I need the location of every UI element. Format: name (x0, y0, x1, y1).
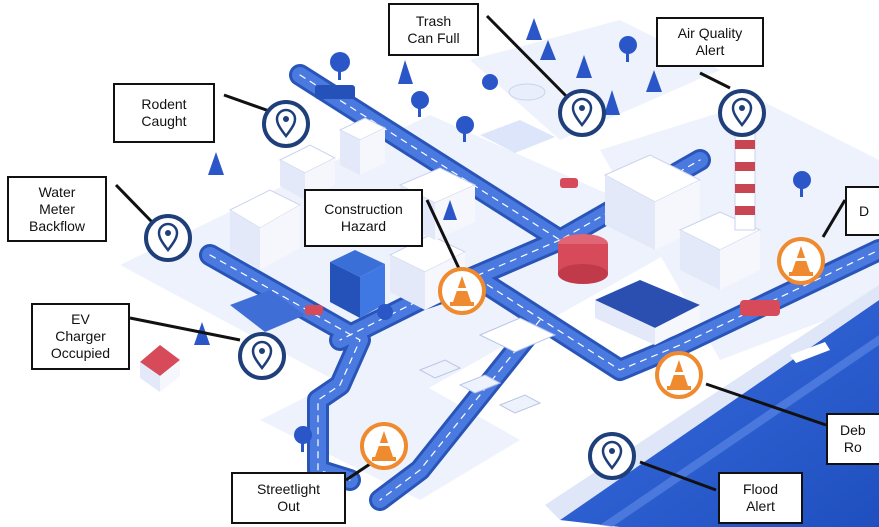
traffic-cone-icon (789, 246, 813, 276)
callout-trash-can-full: Trash Can Full (388, 3, 479, 56)
traffic-cone-icon (372, 431, 396, 461)
callout-streetlight-out: Streetlight Out (231, 472, 346, 524)
callout-connectors (114, 14, 847, 492)
location-pin-icon (157, 222, 179, 253)
sensor-marker-trash[interactable] (558, 89, 606, 137)
hazard-marker-right-edge[interactable] (777, 237, 825, 285)
sensor-marker-rodent[interactable] (262, 100, 310, 148)
hazard-marker-debris[interactable] (655, 351, 703, 399)
traffic-cone-icon (450, 276, 474, 306)
location-pin-icon (275, 108, 297, 139)
location-pin-icon (251, 340, 273, 371)
trees (194, 18, 811, 452)
callout-flood-alert: Flood Alert (718, 472, 803, 524)
callout-right-edge-partial: D (845, 186, 879, 236)
location-pin-icon (571, 97, 593, 128)
callout-air-quality-alert: Air Quality Alert (656, 17, 764, 67)
hazard-marker-streetlight[interactable] (360, 422, 408, 470)
sensor-marker-water[interactable] (144, 214, 192, 262)
callout-ev-charger-occupied: EV Charger Occupied (31, 303, 130, 370)
callout-water-meter-backflow: Water Meter Backflow (7, 176, 107, 242)
location-pin-icon (731, 97, 753, 128)
traffic-cone-icon (667, 360, 691, 390)
callout-debris-partial: Deb Ro (826, 413, 879, 465)
sensor-marker-flood[interactable] (588, 432, 636, 480)
sensor-marker-airquality[interactable] (718, 89, 766, 137)
hazard-marker-construction[interactable] (438, 267, 486, 315)
callout-construction-hazard: Construction Hazard (304, 189, 423, 247)
sensor-marker-ev[interactable] (238, 332, 286, 380)
callout-rodent-caught: Rodent Caught (113, 83, 215, 143)
location-pin-icon (601, 440, 623, 471)
